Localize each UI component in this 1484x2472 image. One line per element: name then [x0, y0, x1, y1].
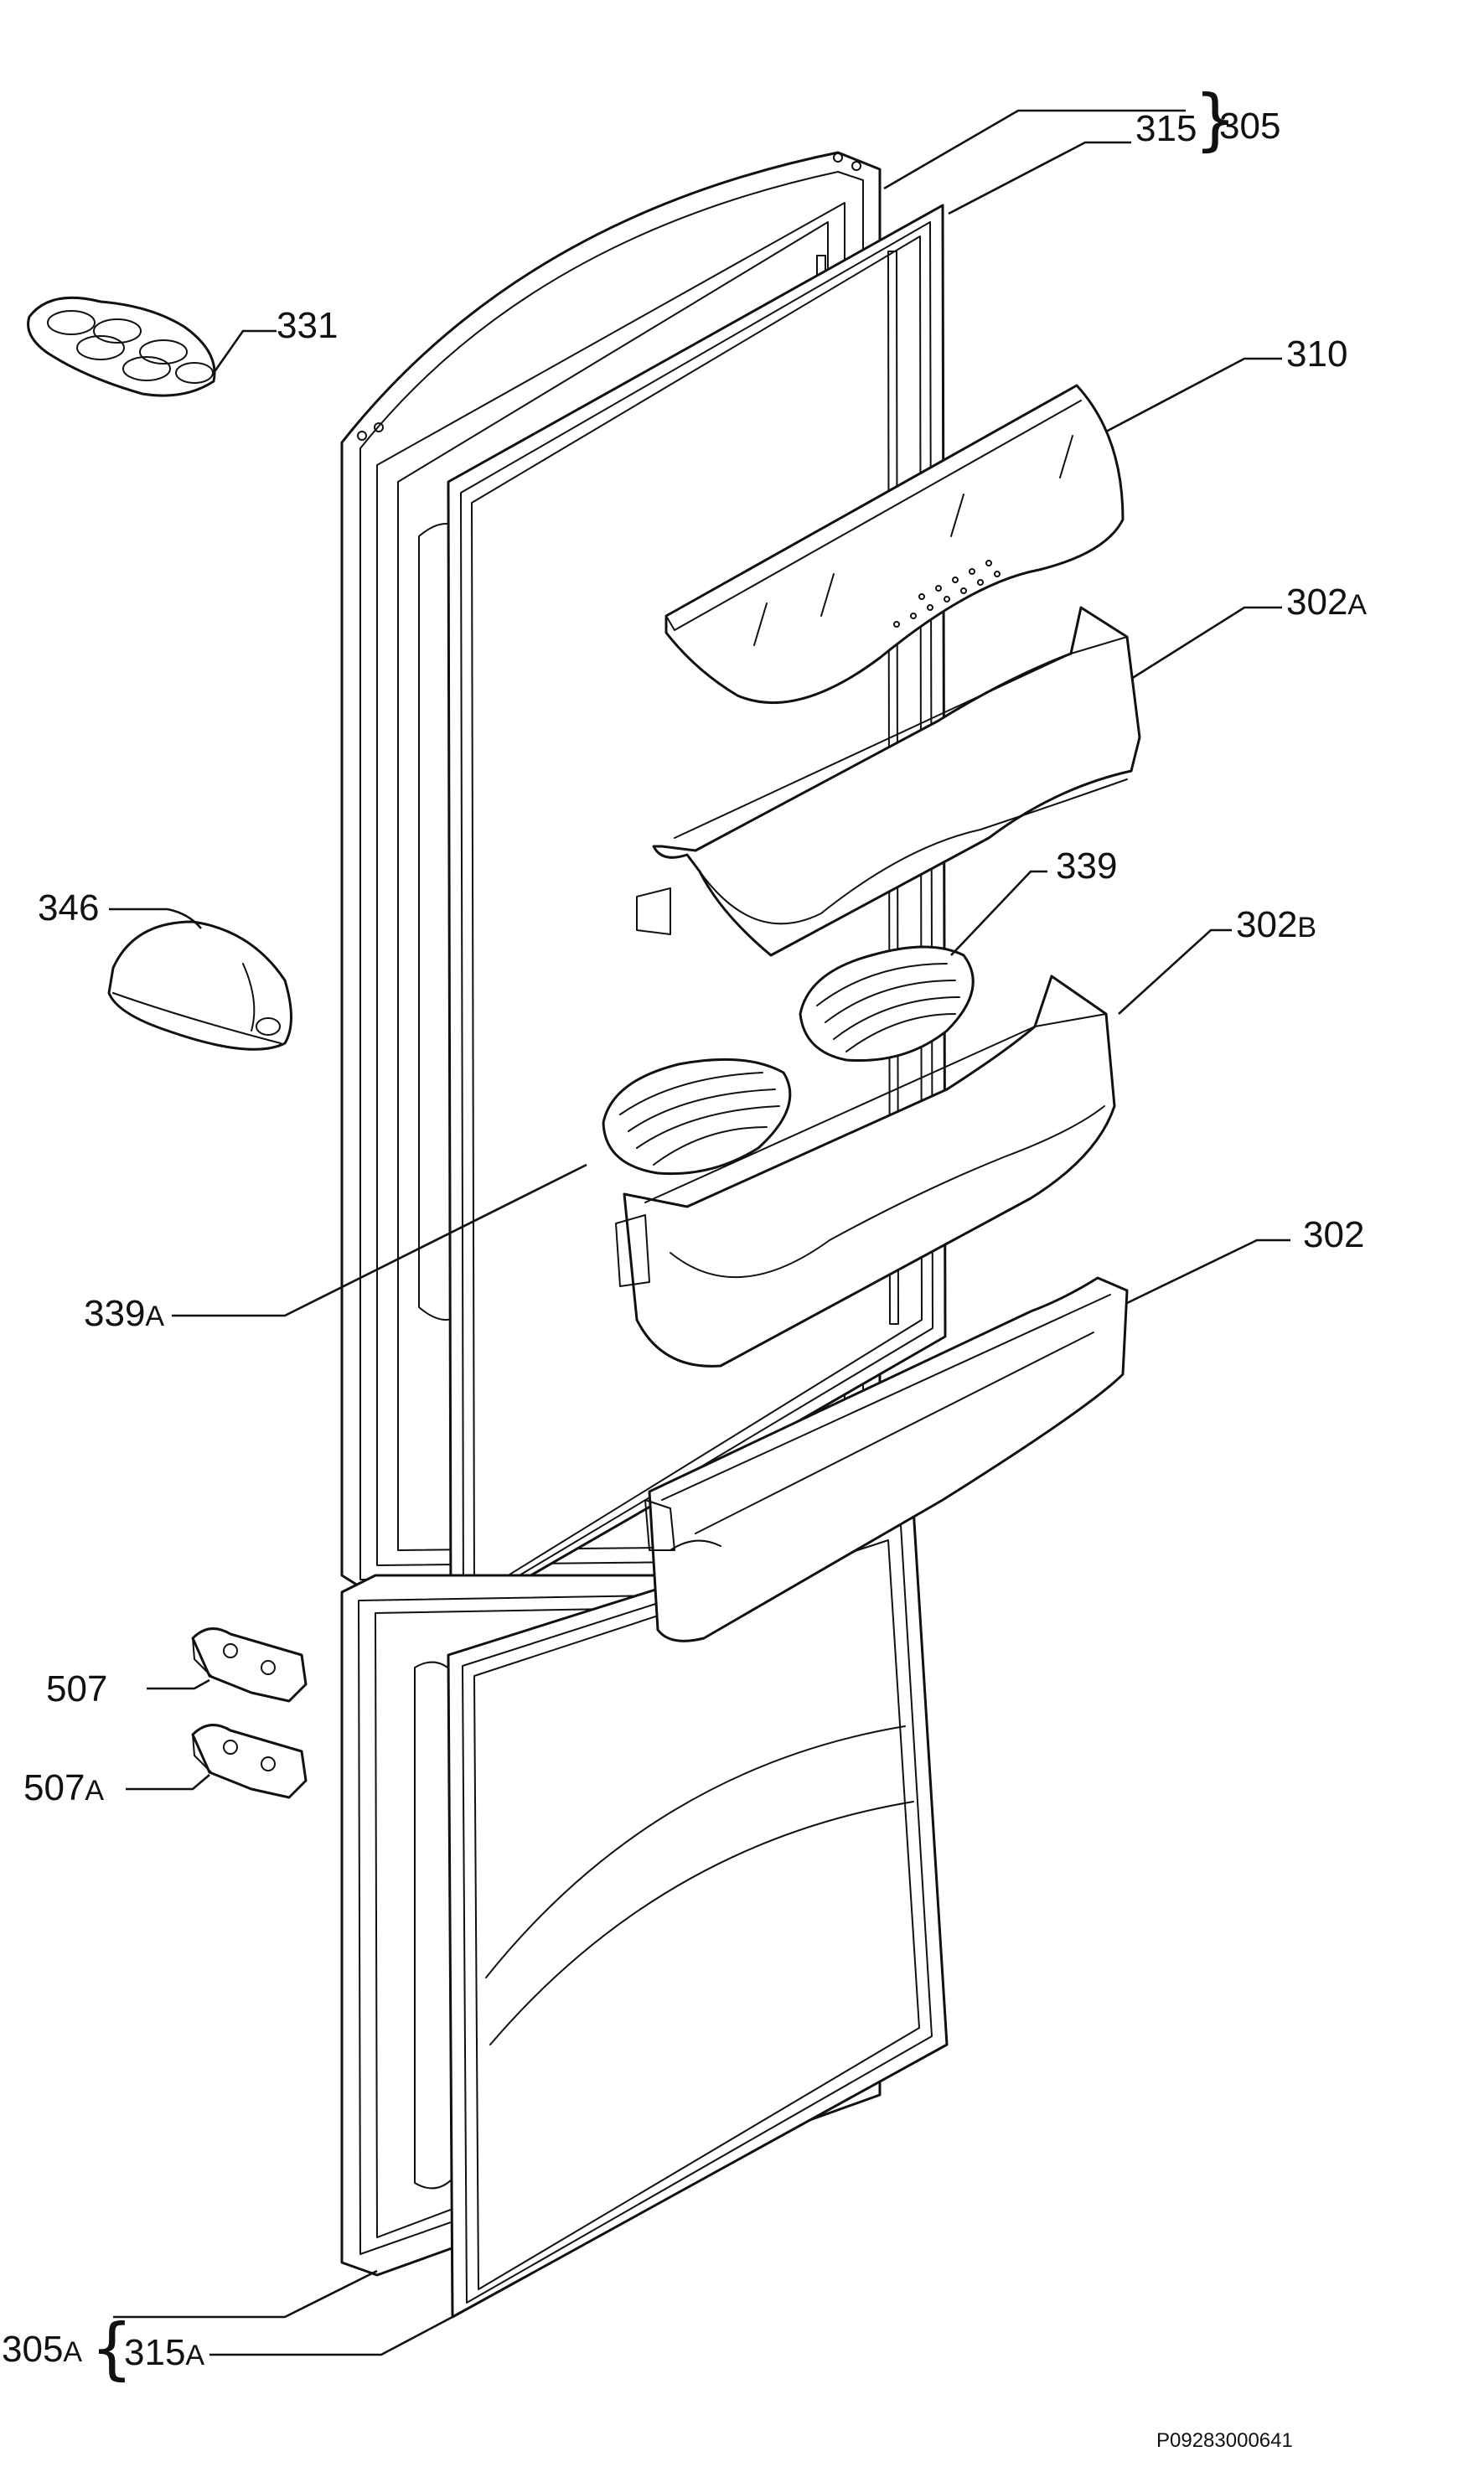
label-507a-suffix: A [85, 1775, 104, 1807]
label-507a-number: 507 [23, 1767, 85, 1808]
label-302a: 302A [1286, 582, 1367, 623]
leader-lines [109, 109, 1290, 2356]
label-339a-number: 339 [84, 1293, 145, 1334]
label-339a: 339A [84, 1293, 164, 1334]
label-305: 305 [1219, 106, 1280, 147]
label-302b: 302B [1236, 904, 1316, 945]
label-302b-number: 302 [1236, 904, 1297, 945]
part-labels: 315 } 305 331 310 302A 346 339 302B 302 … [2, 80, 1367, 2452]
hinge-507 [191, 1627, 308, 1703]
label-339: 339 [1056, 846, 1117, 887]
label-507: 507 [46, 1668, 107, 1709]
label-302: 302 [1303, 1214, 1364, 1255]
vent-holes [893, 560, 1001, 628]
butter-dish [107, 920, 292, 1051]
egg-tray [27, 296, 216, 397]
label-305a-number: 305 [2, 2329, 63, 2370]
label-315a: 315A [124, 2332, 204, 2373]
label-302b-suffix: B [1297, 912, 1316, 944]
label-302a-suffix: A [1347, 589, 1367, 621]
label-315a-number: 315 [124, 2332, 185, 2373]
label-310: 310 [1286, 334, 1347, 375]
label-315a-suffix: A [185, 2340, 204, 2371]
label-339a-suffix: A [145, 1301, 164, 1332]
brace-305: } [1194, 80, 1237, 158]
label-331: 331 [277, 305, 338, 346]
hinge-507a [191, 1724, 308, 1799]
brace-305a: { [90, 2309, 133, 2387]
label-305a: 305A [2, 2329, 82, 2370]
label-507a: 507A [23, 1767, 104, 1808]
drawing-code: P09283000641 [1156, 2429, 1293, 2452]
door-shelf-middle [615, 975, 1116, 1368]
label-346: 346 [38, 887, 99, 928]
dairy-compartment-cover [664, 384, 1125, 705]
egg-holder-left [602, 1058, 792, 1176]
label-315: 315 [1135, 108, 1197, 149]
door-shelf-upper [636, 606, 1141, 957]
label-305a-suffix: A [63, 2336, 82, 2368]
label-302a-number: 302 [1286, 582, 1347, 623]
door-shelf-bottom [644, 1276, 1129, 1642]
egg-holder-right [799, 945, 975, 1063]
